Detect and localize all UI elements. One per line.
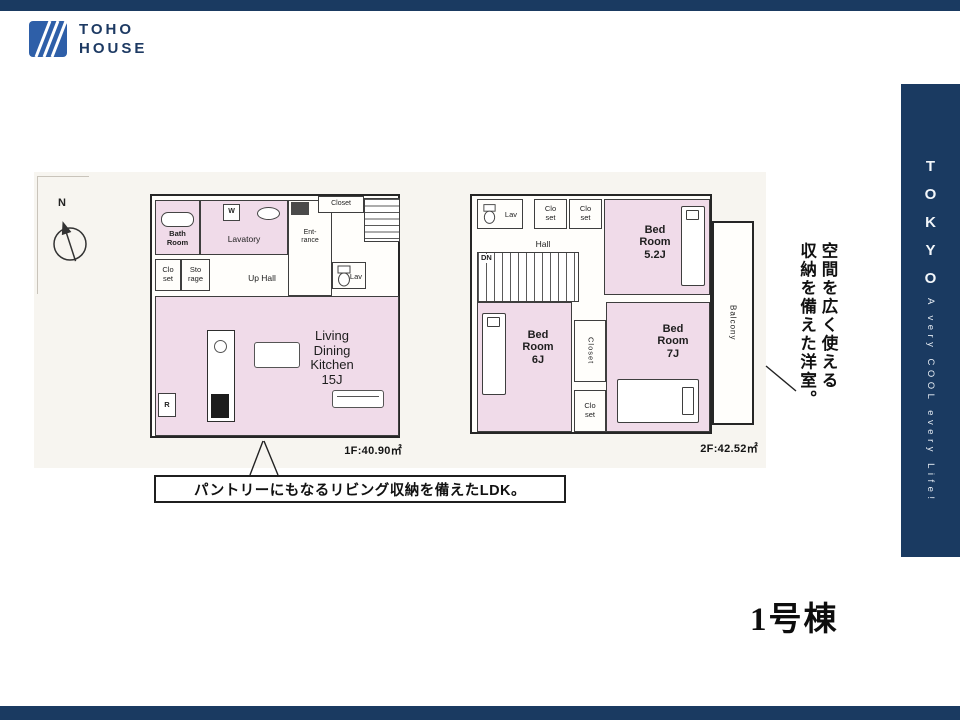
closet-2f-a: Clo set [534,199,567,229]
bed-icon-5-2j [681,206,705,286]
storage-callout-text: 空間を広く使える 収納を備えた洋室。 [797,242,837,409]
hall-2f-label: Hall [535,239,551,249]
toilet-1f: Lav [332,262,366,289]
toilet-1f-label: Lav [349,272,362,281]
sofa-cushion-line [337,396,379,397]
bedroom-5-2j: Bed Room 5.2J [604,199,710,295]
bed-icon-7j [617,379,699,423]
entrance: Ent- rance [288,200,332,296]
toho-house-logo: TOHO HOUSE [28,18,147,60]
brand-line2: HOUSE [79,40,148,57]
stove-icon [211,394,229,418]
bottom-accent-bar [0,706,960,720]
stairs-dn-label: DN [480,253,493,263]
closet-1f-top-label: Closet [331,200,351,208]
pillow-icon [686,210,699,220]
lavatory-label: Lavatory [227,234,261,244]
toilet-2f-label: Lav [504,210,517,219]
entrance-label: Ent- rance [301,229,319,245]
scan-edge-horizontal [37,176,89,177]
bedroom-6j: Bed Room 6J [477,302,572,432]
top-accent-bar [0,0,960,11]
pillow-icon [682,387,694,415]
closet-2f-b: Clo set [569,199,602,229]
closet-2f-b-label: Clo set [579,204,592,222]
stairs-2f [477,252,579,302]
toilet-icon [337,265,351,287]
brand-line1: TOHO [79,21,135,38]
floorplan-1f: Bath Room W Lavatory Ent- rance Closet C… [150,194,400,438]
side-strip-tokyo: TOKYO [922,158,939,298]
ldk-callout-text: パントリーにもなるリビング収納を備えたLDK。 [193,482,527,499]
stairs-1f [364,198,400,242]
balcony: Balcony [712,221,754,425]
ldk-callout-box: パントリーにもなるリビング収納を備えたLDK。 [154,475,566,503]
refrigerator: R [158,393,176,417]
compass-north-label: N [58,197,66,209]
toilet-2f: Lav [477,199,523,229]
compass-icon [53,221,87,262]
closet-2f-mid: Closet [574,320,606,382]
closet-2f-a-label: Clo set [544,204,557,222]
closet-1f-top: Closet [318,196,364,213]
closet-1f-label: Clo set [162,265,174,283]
up-hall-label: Up Hall [248,273,276,283]
shoe-cabinet-icon [291,202,309,215]
ldk-room: Living Dining Kitchen 15J R [155,296,399,436]
bedroom-7j-label: Bed Room 7J [657,323,689,360]
balcony-label: Balcony [728,305,738,341]
refrigerator-label: R [164,399,170,409]
bathroom-label: Bath Room [166,228,189,247]
bathtub-icon [161,211,194,227]
washer-label: W [228,208,235,216]
bed-icon-6j [482,313,506,395]
closet-2f-bottom: Clo set [574,390,606,432]
floorplan-2f: Lav Clo set Clo set Bed Room 5.2J Hall D… [470,194,712,434]
toho-logo-icon [29,20,68,58]
sink-icon [257,207,280,220]
closet-2f-bottom-label: Clo set [584,401,596,419]
pillow-icon [487,317,500,327]
kitchen-counter-icon [207,330,235,422]
scan-edge-vertical [37,176,38,294]
bedroom-6j-label: Bed Room 6J [522,329,554,366]
floor2-area-label: 2F:42.52㎡ [700,443,758,455]
bedroom-5-2j-label: Bed Room 5.2J [639,224,671,261]
dining-table-icon [254,342,300,368]
brand-name: TOHO HOUSE [79,20,147,58]
closet-1f: Clo set [155,259,181,291]
ldk-label: Living Dining Kitchen 15J [310,328,354,387]
floor1-area-label: 1F:40.90㎡ [344,445,402,457]
side-strip: TOKYO A very COOL every Life! [901,84,960,557]
closet-2f-mid-label: Closet [586,337,596,365]
building-number-label: 1号棟 [750,602,839,638]
kitchen-sink-icon [214,340,227,353]
storage-1f: Sto rage [181,259,210,291]
storage-1f-label: Sto rage [187,265,203,283]
bathroom: Bath Room [155,200,200,255]
bedroom-7j: Bed Room 7J [606,302,710,432]
sofa-icon [332,390,384,408]
toilet-2f-icon [483,204,496,224]
side-strip-tagline: A very COOL every Life! [925,298,936,504]
lavatory-room: W Lavatory [200,200,288,255]
washing-machine-icon: W [223,204,240,221]
